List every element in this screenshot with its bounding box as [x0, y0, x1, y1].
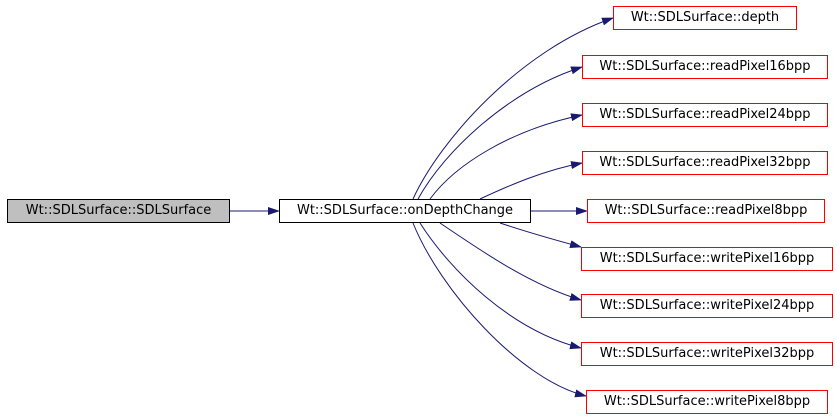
- node-root[interactable]: Wt::SDLSurface::SDLSurface: [7, 199, 230, 223]
- edge-hub-to-writepixel8bpp: [412, 222, 587, 398]
- node-leaf-readpixel24bpp[interactable]: Wt::SDLSurface::readPixel24bpp: [582, 103, 828, 127]
- edge-hub-to-readpixel24bpp: [429, 113, 583, 200]
- node-leaf-writepixel24bpp[interactable]: Wt::SDLSurface::writePixel24bpp: [581, 294, 833, 318]
- node-leaf-writepixel8bpp[interactable]: Wt::SDLSurface::writePixel8bpp: [586, 390, 828, 414]
- edge-hub-to-writepixel24bpp: [439, 222, 582, 301]
- node-leaf-writepixel16bpp[interactable]: Wt::SDLSurface::writePixel16bpp: [581, 247, 833, 271]
- node-leaf-depth[interactable]: Wt::SDLSurface::depth: [613, 6, 797, 30]
- node-leaf-readpixel32bpp[interactable]: Wt::SDLSurface::readPixel32bpp: [582, 151, 828, 175]
- edge-hub-to-writepixel32bpp: [419, 222, 582, 350]
- node-leaf-readpixel16bpp[interactable]: Wt::SDLSurface::readPixel16bpp: [582, 55, 828, 79]
- edge-hub-to-depth: [412, 17, 614, 200]
- node-hub[interactable]: Wt::SDLSurface::onDepthChange: [279, 199, 531, 223]
- edge-hub-to-readpixel16bpp: [417, 66, 583, 200]
- edge-hub-to-writepixel16bpp: [499, 222, 582, 249]
- edge-hub-to-readpixel32bpp: [479, 161, 583, 200]
- node-leaf-writepixel32bpp[interactable]: Wt::SDLSurface::writePixel32bpp: [581, 342, 833, 366]
- node-leaf-readpixel8bpp[interactable]: Wt::SDLSurface::readPixel8bpp: [587, 199, 825, 223]
